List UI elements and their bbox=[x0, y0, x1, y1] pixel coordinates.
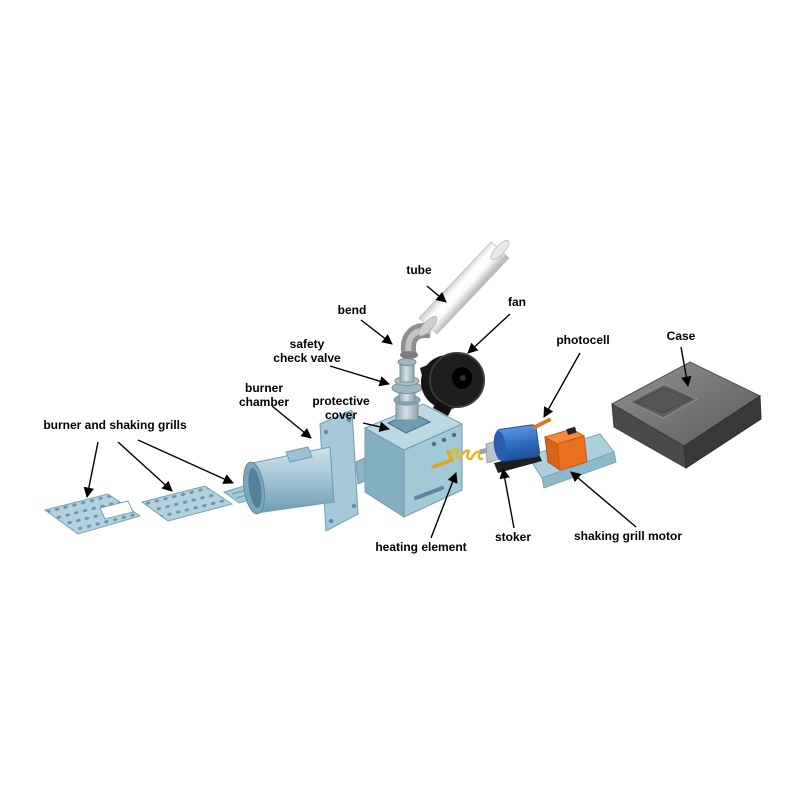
label-fan: fan bbox=[508, 295, 526, 309]
shaking-grill-plate-2 bbox=[140, 485, 234, 522]
tube-part bbox=[418, 239, 510, 337]
safety-check-valve-part bbox=[391, 358, 423, 421]
arrow-safety-check-valve bbox=[329, 365, 391, 387]
arrow-heating-element bbox=[430, 472, 458, 539]
stoker-part bbox=[479, 424, 542, 473]
label-stoker: stoker bbox=[494, 530, 532, 544]
arrow-stoker bbox=[499, 467, 515, 529]
arrow-photocell bbox=[543, 352, 581, 418]
label-photocell: photocell bbox=[556, 333, 610, 347]
pointer-arrows bbox=[83, 285, 692, 539]
case-part bbox=[610, 361, 762, 469]
arrow-tube bbox=[426, 285, 447, 303]
label-bend: bend bbox=[337, 303, 367, 317]
label-tube: tube bbox=[406, 263, 432, 277]
arrow-fan bbox=[467, 313, 511, 354]
arrow-case bbox=[680, 346, 692, 388]
label-safety-check-valve: safety check valve bbox=[273, 337, 341, 365]
label-protective-cover: protective cover bbox=[312, 394, 370, 422]
bend-part bbox=[400, 322, 433, 359]
arrow-protective-cover bbox=[362, 421, 391, 432]
arrow-grills-3 bbox=[137, 439, 234, 484]
label-shaking-grill-motor: shaking grill motor bbox=[573, 529, 682, 543]
fan-part bbox=[420, 352, 485, 416]
arrow-grills-1 bbox=[83, 441, 99, 499]
arrow-burner-chamber bbox=[271, 405, 312, 439]
label-heating-element: heating element bbox=[375, 540, 467, 554]
burner-chamber-part bbox=[242, 409, 359, 532]
arrow-shaking-grill-motor bbox=[570, 471, 637, 528]
label-case: Case bbox=[666, 329, 696, 343]
label-burner-chamber: burner chamber bbox=[238, 381, 290, 409]
arrow-grills-2 bbox=[117, 441, 173, 492]
burner-grill-plate-1 bbox=[43, 493, 142, 535]
photocell-part bbox=[533, 418, 551, 429]
arrow-bend bbox=[360, 319, 393, 345]
shaking-grill-motor-part bbox=[543, 426, 588, 472]
label-burner-and-shaking-grills: burner and shaking grills bbox=[43, 418, 187, 432]
